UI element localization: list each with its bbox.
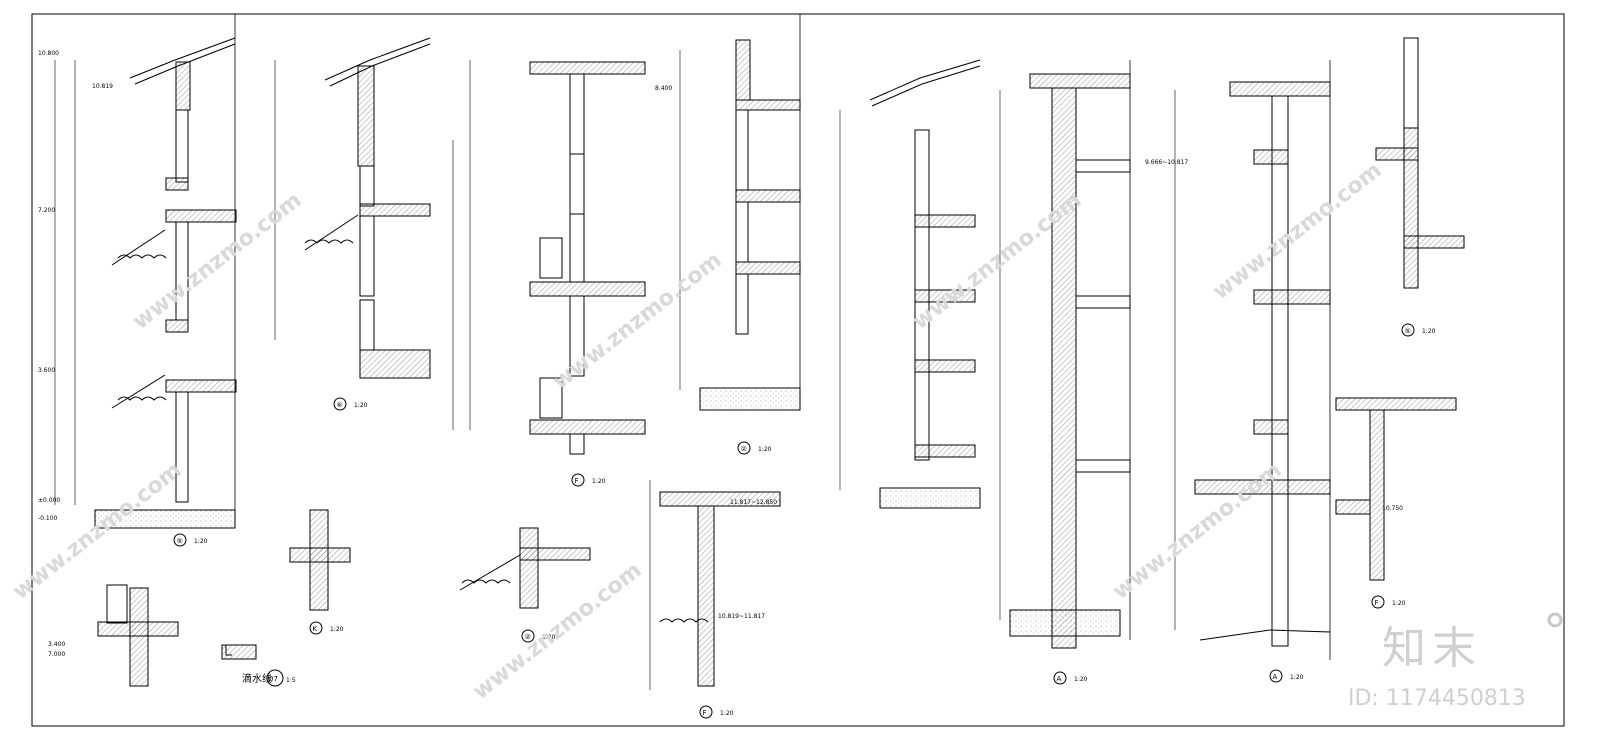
site-watermark: www.znzmo.com (1208, 158, 1386, 305)
detail-scale: 1:20 (758, 446, 772, 453)
detail-scale: 1:20 (720, 710, 734, 717)
detail-drip-line (221, 644, 257, 660)
detail-small-a (97, 584, 179, 687)
elevation-label: ±0.000 (38, 497, 60, 504)
axis-label: ② (741, 445, 747, 453)
axis-label: A (1057, 675, 1062, 683)
detail-10 (1335, 397, 1457, 581)
detail-small-k (289, 509, 351, 611)
elevation-label: 10.800 (38, 50, 59, 57)
axis-bubble (521, 629, 535, 643)
elevation-label: 9.666~10.817 (1145, 159, 1188, 166)
axis-label: F (1375, 599, 1379, 607)
detail-2 (274, 37, 431, 379)
detail-scale: 1:20 (330, 626, 344, 633)
elevation-label: 10.750 (1382, 505, 1403, 512)
site-watermark: www.znzmo.com (548, 248, 726, 395)
elevation-label: 8.400 (655, 85, 672, 92)
site-watermark: www.znzmo.com (8, 458, 186, 605)
detail-scale: 1:20 (1392, 600, 1406, 607)
axis-bubble (309, 621, 323, 635)
elevation-label: 10.819 (92, 83, 113, 90)
detail-scale: 1:20 (354, 402, 368, 409)
axis-bubble (1053, 671, 1067, 685)
axis-label: ② (525, 633, 531, 641)
axis-bubble (173, 533, 187, 547)
axis-bubble (333, 397, 347, 411)
detail-1 (54, 14, 237, 529)
axis-bubble (1371, 595, 1385, 609)
detail-scale: 1:20 (592, 478, 606, 485)
elevation-label: 3.600 (38, 367, 55, 374)
elevation-label: 3.400 (48, 641, 65, 648)
axis-bubble (1269, 669, 1283, 683)
drip-line-ref-bubble (266, 669, 284, 687)
detail-scale: 1:20 (1074, 676, 1088, 683)
axis-label: K (313, 625, 318, 633)
axis-label: F (575, 477, 579, 485)
elevation-label: 7.200 (38, 207, 55, 214)
drip-line-label: 滴水线 (242, 672, 272, 685)
drip-line-ref: 07 (269, 675, 278, 683)
axis-label: F (703, 709, 707, 717)
elevation-label: 11.817~12.850 (730, 499, 777, 506)
id-watermark: ID: 1174450813 (1348, 686, 1526, 711)
detail-4 (679, 14, 801, 411)
detail-8 (1174, 60, 1331, 660)
elevation-label: 7.000 (48, 651, 65, 658)
detail-6 (839, 59, 981, 509)
detail-scale: 1:20 (194, 538, 208, 545)
axis-label: ⑤ (177, 537, 183, 545)
detail-9 (1375, 37, 1465, 289)
site-watermarks: www.znzmo.com www.znzmo.com www.znzmo.co… (8, 158, 1386, 705)
detail-7 (999, 60, 1131, 649)
elevation-label: 10.819~11.817 (718, 613, 765, 620)
axis-label: A (1273, 673, 1278, 681)
sheet-frame (31, 13, 1565, 727)
axis-bubble (571, 473, 585, 487)
axis-bubble (737, 441, 751, 455)
site-watermark: www.znzmo.com (468, 558, 646, 705)
axis-bubble (1401, 323, 1415, 337)
elevation-label: -0.100 (38, 515, 58, 522)
axis-label: ⑤ (1405, 327, 1411, 335)
detail-scale: 1:20 (1422, 328, 1436, 335)
detail-3 (452, 60, 646, 455)
detail-small-2 (459, 527, 591, 609)
axis-bubble (699, 705, 713, 719)
axis-label: ⑥ (337, 401, 343, 409)
detail-5 (649, 480, 781, 690)
detail-scale: 1:20 (542, 634, 556, 641)
detail-scale: 1:20 (1290, 674, 1304, 681)
drip-line-scale: 1:5 (286, 677, 296, 684)
znzmo-logo-icon (1547, 612, 1563, 628)
brand-watermark: 知末 (1382, 623, 1482, 674)
